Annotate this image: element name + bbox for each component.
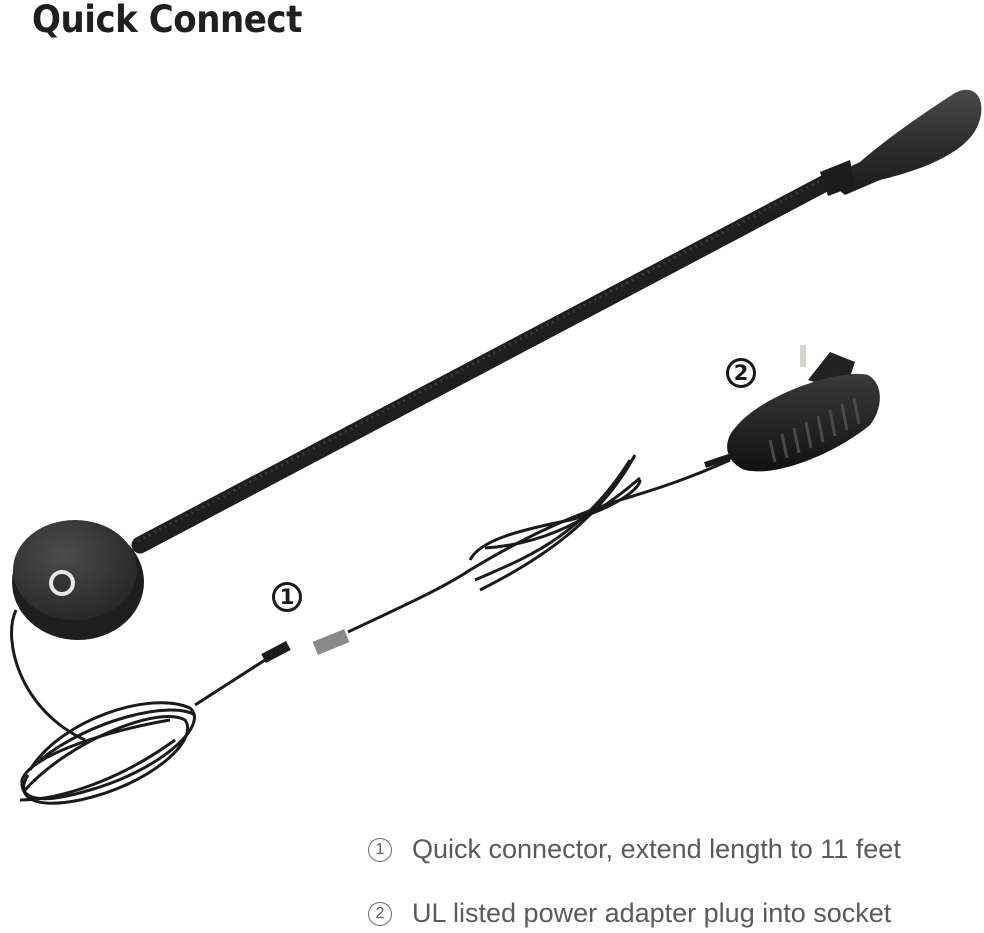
circled-number-2: 2	[368, 901, 392, 926]
base-cable	[10, 609, 266, 805]
caption-2-text: UL listed power adapter plug into socket	[412, 898, 892, 928]
marker-1: 1	[272, 582, 302, 612]
page-title: Quick Connect	[32, 0, 302, 41]
caption-1-text: Quick connector, extend length to 11 fee…	[412, 834, 901, 864]
round-base	[12, 520, 144, 640]
male-connector	[261, 641, 291, 663]
extension-cable	[347, 454, 731, 634]
lamp-head	[820, 89, 982, 196]
plug-prong-icon	[800, 345, 806, 367]
caption-2: 2 UL listed power adapter plug into sock…	[368, 898, 891, 929]
female-connector	[312, 629, 350, 655]
power-adapter	[704, 345, 880, 472]
gooseneck-arm	[131, 169, 844, 554]
circled-number-1: 1	[368, 837, 392, 862]
marker-2: 2	[726, 358, 756, 388]
caption-1: 1 Quick connector, extend length to 11 f…	[368, 834, 901, 865]
